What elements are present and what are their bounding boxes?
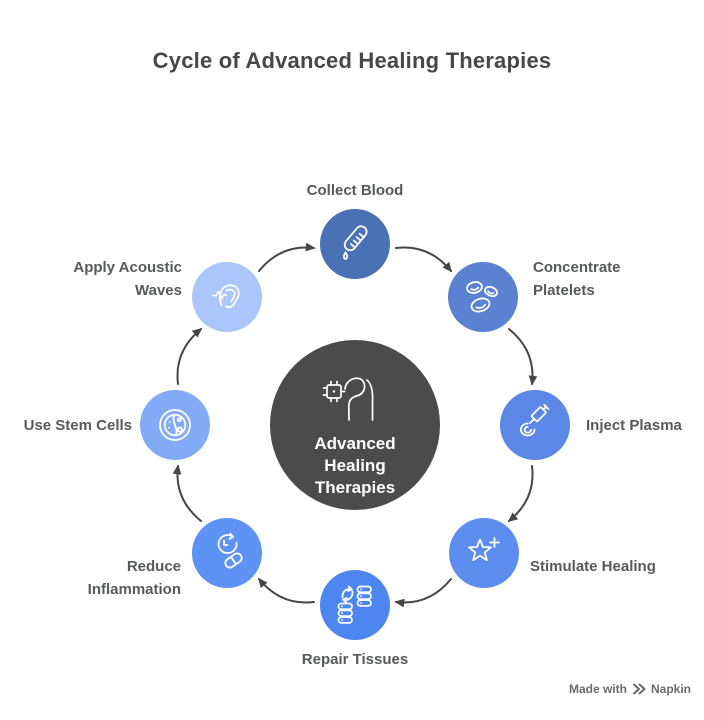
node-label-concentrate-platelets: Concentrate Platelets [533,259,621,299]
node-stimulate-healing [449,518,519,588]
stem-cell-icon [159,409,191,441]
node-circle [449,518,519,588]
node-label-repair-tissues: Repair Tissues [301,651,409,668]
arrow-inject-to-stimulate [507,465,534,523]
node-label-apply-acoustic-waves: Apply Acoustic Waves [73,259,182,299]
arrow-acoustic-to-collect [258,242,316,272]
center-circle [270,340,440,510]
node-circle [320,570,390,640]
node-concentrate-platelets [448,262,518,332]
center-hub [270,340,440,510]
hand-chip-icon [322,377,374,421]
watermark: Made with Napkin [569,682,691,696]
arrow-stemcells-to-acoustic [176,327,203,385]
arrow-collect-to-concentrate [395,246,453,273]
node-circle [320,209,390,279]
clock-pill-icon [217,532,243,569]
ear-wave-icon [212,284,240,308]
node-use-stem-cells [140,390,210,460]
node-label-inject-plasma: Inject Plasma [586,417,682,434]
platelets-icon [466,281,498,313]
node-inject-plasma [500,390,570,460]
watermark-brand-text: Napkin [650,682,691,696]
node-collect-blood [320,209,390,279]
tissue-stacks-icon [337,585,372,624]
syringe-icon [520,403,550,437]
arrow-concentrate-to-inject [508,328,538,386]
napkin-logo-icon [632,683,646,695]
star-plus-icon [468,537,500,562]
watermark-made-with-text: Made with [568,682,627,696]
node-circle [500,390,570,460]
node-circle [448,262,518,332]
node-label-use-stem-cells: Use Stem Cells [23,417,132,434]
node-apply-acoustic-waves [192,262,262,332]
node-label-collect-blood: Collect Blood [306,182,404,199]
test-tube-icon [342,225,368,261]
arrow-reduce-to-stemcells [172,464,202,522]
arrow-repair-to-reduce [257,577,315,604]
arrow-stimulate-to-repair [394,578,452,608]
node-repair-tissues [320,570,390,640]
node-label-reduce-inflammation: Reduce Inflammation [87,558,181,598]
diagram-title: Cycle of Advanced Healing Therapies [152,48,552,73]
node-circle [192,262,262,332]
node-reduce-inflammation [192,518,262,588]
center-hub-label: Advanced Healing Therapies [314,434,396,497]
node-label-stimulate-healing: Stimulate Healing [530,558,656,575]
